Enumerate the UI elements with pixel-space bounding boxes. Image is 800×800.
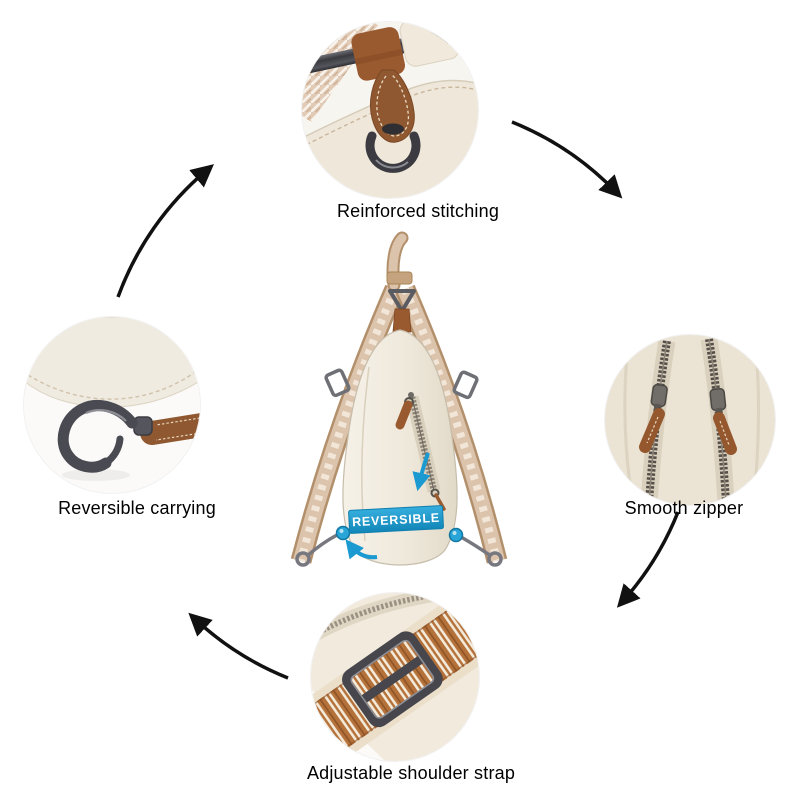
shadow <box>62 469 130 481</box>
zipper-right <box>700 337 737 504</box>
d-ring-highlight <box>375 159 409 169</box>
zipper-left <box>639 339 676 504</box>
cycle-arrow-bottom-to-left <box>188 612 289 680</box>
triangle-ring <box>388 289 416 313</box>
snap-hook <box>57 400 138 473</box>
shoulder-strap-left <box>290 284 405 564</box>
feature-photo-reversible-carrying <box>24 317 200 493</box>
cycle-arrow-top-to-right <box>511 120 623 199</box>
reversible-badge: REVERSIBLE <box>348 505 444 534</box>
photo-background <box>605 335 775 505</box>
center-product-photo: REVERSIBLE <box>245 225 565 585</box>
feature-photo-adjustable-strap <box>311 593 479 761</box>
tab-slot <box>382 123 404 135</box>
swivel-base <box>133 416 153 436</box>
label-reversible-carrying: Reversible carrying <box>58 498 216 518</box>
slide-buckle <box>342 631 443 728</box>
cycle-arrow-left-to-top <box>116 164 214 298</box>
feature-photo-smooth-zipper <box>605 335 775 505</box>
top-leather-tab <box>392 308 412 333</box>
blue-arrow-zipper <box>412 452 431 492</box>
shoulder-strap-right <box>395 284 508 564</box>
label-smooth-zipper: Smooth zipper <box>624 498 744 518</box>
stud-left <box>335 525 351 541</box>
label-reinforced-stitching: Reinforced stitching <box>336 201 500 221</box>
panel-stitching <box>27 372 195 400</box>
reversible-badge-text: REVERSIBLE <box>352 511 441 530</box>
clasp-left <box>295 533 338 567</box>
feature-photo-reinforced-stitching <box>302 22 478 198</box>
brown-leather-wrap <box>351 27 405 81</box>
strap-adjuster-left <box>324 368 351 398</box>
clasp-right <box>460 535 503 567</box>
stud-right <box>448 527 464 543</box>
leather-strap-end <box>140 413 200 445</box>
cycle-arrow-right-to-bottom <box>616 511 680 608</box>
blue-arrow-stud <box>345 539 378 560</box>
label-adjustable-shoulder-strap: Adjustable shoulder strap <box>306 763 516 783</box>
strap-top-loop <box>386 231 413 292</box>
strap-adjuster-right <box>452 370 479 400</box>
tab-stitching <box>376 74 410 137</box>
